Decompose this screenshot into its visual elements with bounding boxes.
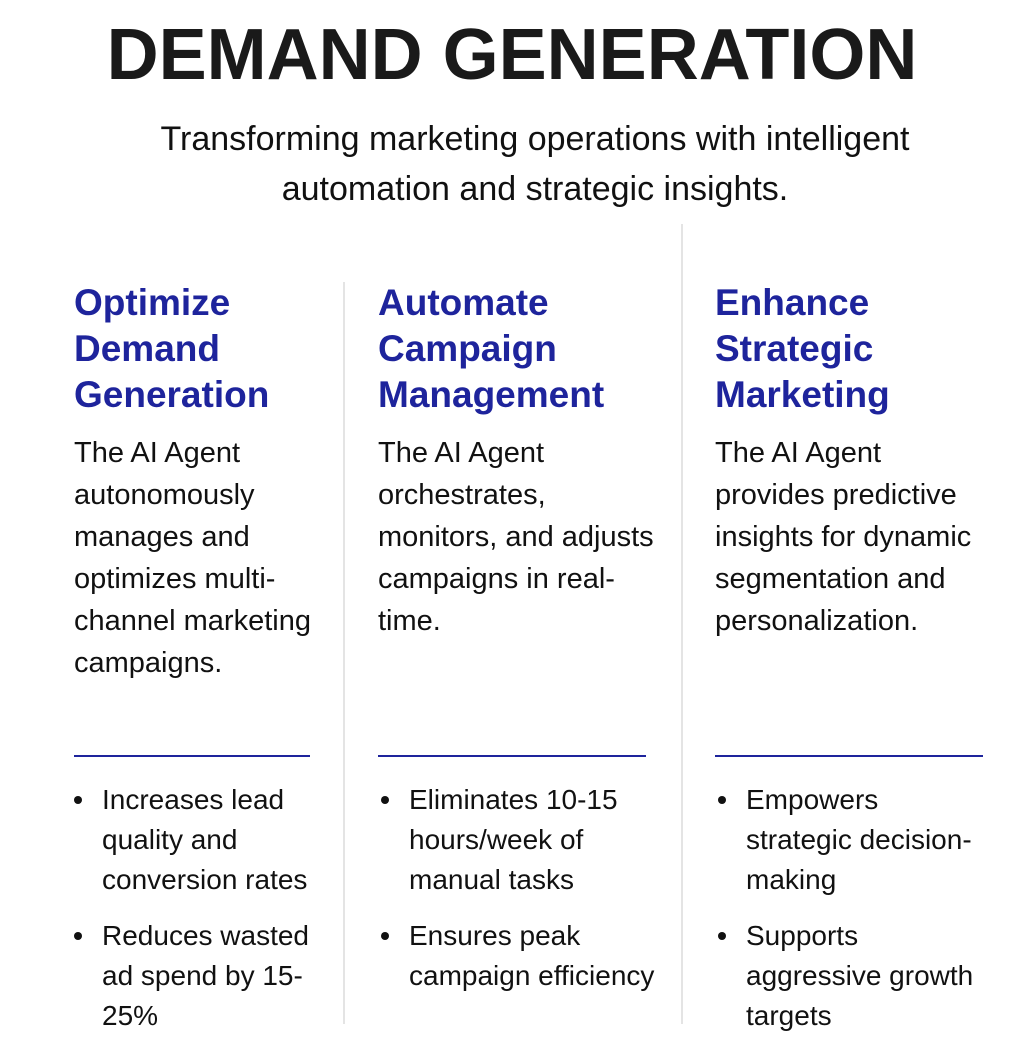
bullet-icon bbox=[718, 796, 726, 804]
benefit-list: Eliminates 10-15 hours/week of manual ta… bbox=[381, 780, 656, 1012]
bullet-icon bbox=[381, 932, 389, 940]
list-item: Reduces wasted ad spend by 15-25% bbox=[74, 916, 334, 1036]
list-item: Supports aggressive growth targets bbox=[718, 916, 988, 1036]
list-item: Empowers strategic decision-making bbox=[718, 780, 988, 900]
column-heading: Optimize Demand Generation bbox=[74, 282, 270, 415]
feature-column-automate: Automate Campaign Management The AI Agen… bbox=[378, 280, 658, 642]
feature-column-optimize: Optimize Demand Generation The AI Agent … bbox=[74, 280, 324, 684]
column-description: The AI Agent autonomously manages and op… bbox=[74, 437, 311, 679]
column-divider bbox=[343, 282, 345, 1024]
column-divider bbox=[681, 224, 683, 1024]
list-item: Eliminates 10-15 hours/week of manual ta… bbox=[381, 780, 656, 900]
column-heading: Automate Campaign Management bbox=[378, 282, 605, 415]
list-item: Increases lead quality and conversion ra… bbox=[74, 780, 334, 900]
column-rule bbox=[74, 755, 310, 757]
column-description: The AI Agent provides predictive insight… bbox=[715, 437, 972, 637]
column-rule bbox=[715, 755, 983, 757]
benefit-list: Increases lead quality and conversion ra… bbox=[74, 780, 334, 1052]
column-rule bbox=[378, 755, 646, 757]
benefit-list: Empowers strategic decision-making Suppo… bbox=[718, 780, 988, 1052]
column-description: The AI Agent orchestrates, monitors, and… bbox=[378, 437, 654, 637]
page-subtitle: Transforming marketing operations with i… bbox=[160, 120, 910, 208]
bullet-icon bbox=[381, 796, 389, 804]
bullet-icon bbox=[718, 932, 726, 940]
feature-column-enhance: Enhance Strategic Marketing The AI Agent… bbox=[715, 280, 995, 642]
bullet-icon bbox=[74, 932, 82, 940]
column-heading: Enhance Strategic Marketing bbox=[715, 282, 890, 415]
list-item: Ensures peak campaign efficiency bbox=[381, 916, 656, 996]
bullet-icon bbox=[74, 796, 82, 804]
page-title: DEMAND GENERATION bbox=[106, 15, 918, 95]
